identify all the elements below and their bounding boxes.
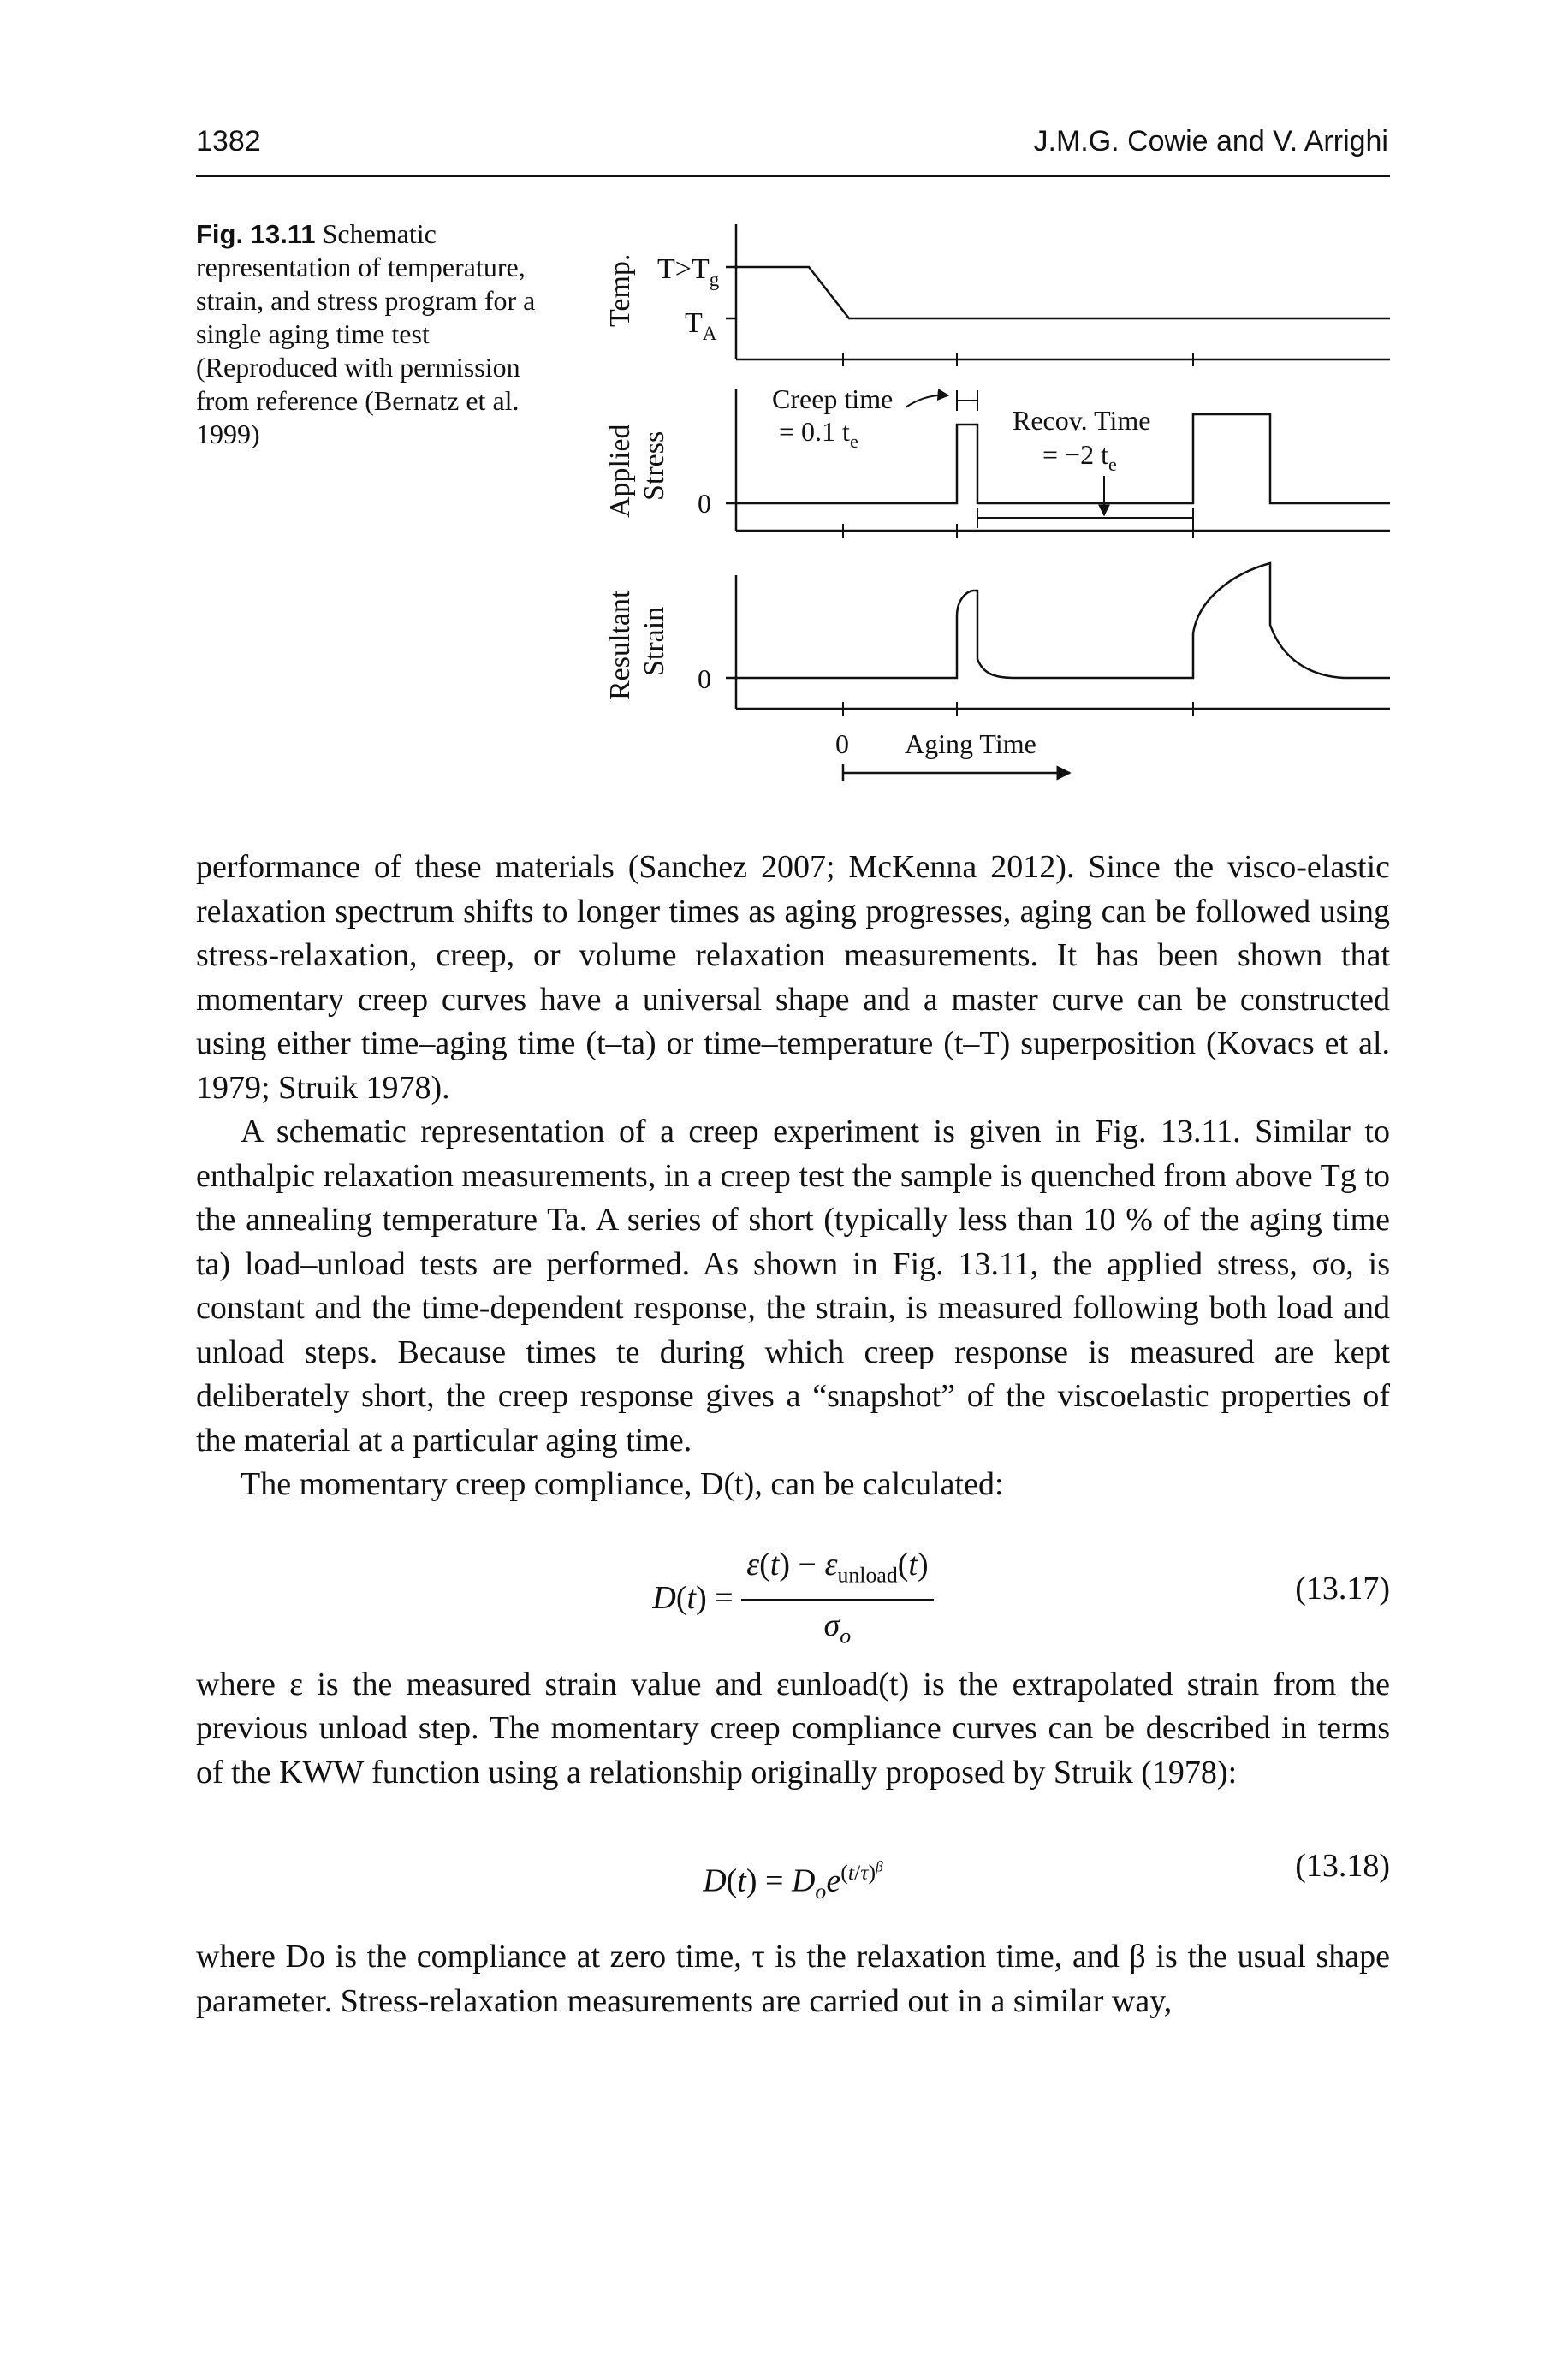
figure-caption-text: Schematic representation of temperature,…: [196, 218, 536, 449]
aging-time-axis: 0 Aging Time: [835, 728, 1072, 781]
creep-time-value: = 0.1 te: [779, 416, 858, 452]
stress-trace: [736, 413, 1390, 505]
stress-axis-label-1: Applied: [604, 424, 636, 518]
stress-axis-label-2: Stress: [638, 431, 670, 501]
equation-13-18: D(t) = Doe(t/τ)β (13.18): [196, 1829, 1390, 1906]
equation-13-18-body: D(t) = Doe(t/τ)β: [703, 1857, 883, 1904]
strain-axis-label-1: Resultant: [604, 590, 636, 700]
temp-axis-label: Temp.: [604, 254, 636, 327]
paragraph-1: performance of these materials (Sanchez …: [196, 849, 1390, 1106]
temperature-trace: [736, 265, 1390, 320]
equation-13-17: D(t) = ε(t) − εunload(t) σo (13.17): [196, 1543, 1390, 1648]
strain-trace: [736, 561, 1390, 680]
aging-time-zero: 0: [835, 728, 849, 759]
temp-high-label: T>Tg: [657, 253, 720, 290]
stress-zero-label: 0: [698, 488, 711, 519]
equation-13-17-fraction: ε(t) − εunload(t) σo: [741, 1543, 934, 1658]
strain-zero-label: 0: [698, 663, 711, 694]
figure-13-11: Temp. T>Tg TA Applied Stress 0 Creep tim…: [604, 224, 1390, 781]
strain-axis-label-2: Strain: [638, 607, 670, 676]
paragraph-3: The momentary creep compliance, D(t), ca…: [241, 1466, 1004, 1502]
paragraph-2: A schematic representation of a creep ex…: [196, 1114, 1390, 1458]
page-number: 1382: [196, 125, 261, 157]
temperature-panel: Temp. T>Tg TA: [604, 224, 1390, 366]
figure-caption: Fig. 13.11 Schematic representation of t…: [196, 217, 573, 451]
paragraph-5: where Do is the compliance at zero time,…: [196, 1939, 1390, 2019]
recovery-time-label: Recov. Time: [1013, 405, 1151, 436]
strain-panel: Resultant Strain 0: [604, 561, 1390, 716]
equation-13-17-body: D(t) = ε(t) − εunload(t) σo: [196, 1543, 1390, 1658]
figure-label: Fig. 13.11: [196, 219, 316, 249]
running-header-authors: J.M.G. Cowie and V. Arrighi: [1033, 125, 1388, 157]
stress-panel: Applied Stress 0 Creep time = 0.1 te Rec…: [604, 383, 1390, 538]
equation-13-17-number: (13.17): [1295, 1570, 1390, 1607]
temp-low-label: TA: [685, 307, 717, 344]
recovery-time-value: = −2 te: [1042, 439, 1117, 475]
header-rule: [196, 175, 1390, 177]
creep-time-label: Creep time: [772, 383, 893, 414]
creep-time-pointer: [905, 389, 950, 408]
paragraph-4: where ε is the measured strain value and…: [196, 1666, 1390, 1791]
aging-time-label: Aging Time: [905, 728, 1036, 759]
equation-13-18-number: (13.18): [1295, 1848, 1390, 1884]
body-text: performance of these materials (Sanchez …: [196, 846, 1390, 2023]
